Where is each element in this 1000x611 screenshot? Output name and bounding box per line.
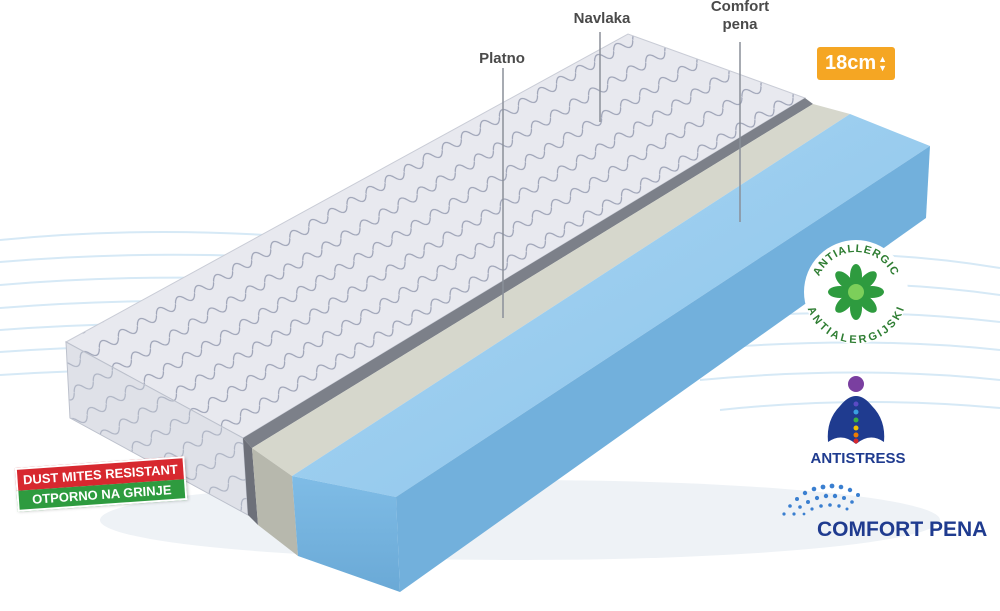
dots-arc-icon	[782, 483, 860, 516]
comfort-label-line1: Comfort	[710, 0, 770, 15]
comfort-pena-badge-label: COMFORT PENA	[817, 518, 988, 541]
antistress-label: ANTISTRESS	[810, 450, 906, 467]
thickness-value: 18	[824, 52, 848, 74]
navlaka-label: Navlaka	[573, 10, 631, 27]
canvas-layer-top	[252, 104, 850, 476]
canvas-layer-side	[252, 448, 298, 556]
height-arrows-icon: ▲▼	[878, 53, 888, 73]
meditation-icon	[827, 376, 885, 444]
foam-front	[292, 476, 400, 592]
comfort-pena-label: Comfort pena	[700, 0, 780, 34]
platno-label: Platno	[479, 50, 525, 67]
cover-edge	[243, 98, 813, 448]
flower-icon	[828, 264, 884, 320]
comfort-label-line2: pena	[722, 16, 758, 33]
foam-right-side	[396, 146, 930, 592]
antiallergic-badge: ANTIALLERGIC ANTIALERGIJSKI	[804, 240, 908, 346]
thickness-unit: cm	[847, 52, 877, 74]
thickness-badge: 18 cm ▲▼	[817, 47, 895, 80]
foam-top	[292, 114, 930, 497]
